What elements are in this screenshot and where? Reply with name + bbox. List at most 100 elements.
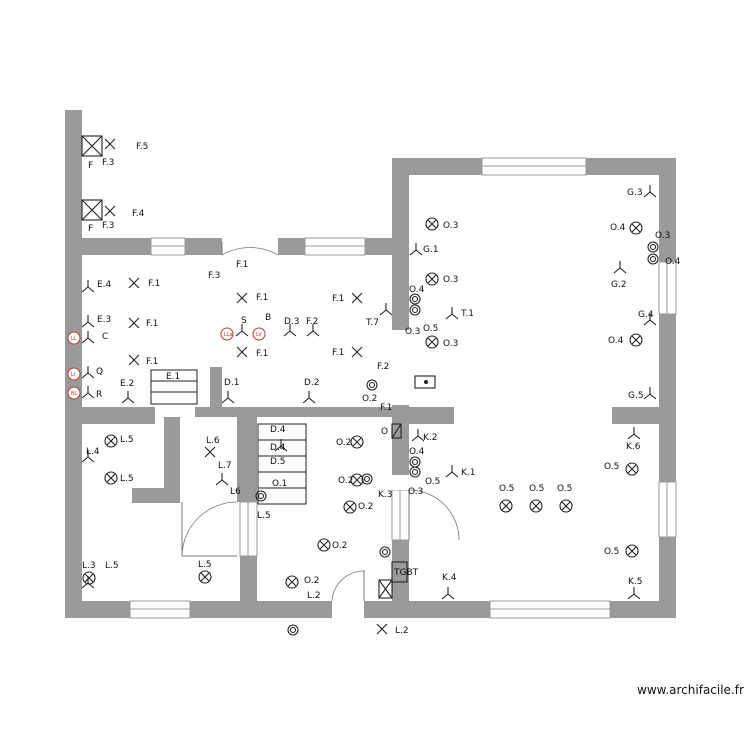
plan-label: E.4 xyxy=(97,280,112,290)
plan-label: L.2 xyxy=(307,591,321,601)
ceiling-light-icon xyxy=(425,217,439,231)
plan-label: F.5 xyxy=(136,142,148,152)
plan-label: Q xyxy=(96,367,103,377)
switch-icon xyxy=(411,429,425,442)
panels xyxy=(81,135,436,599)
plan-label: O.3 xyxy=(408,487,423,497)
plan-label: O.2 xyxy=(338,476,353,486)
red-safety-mark: BL xyxy=(67,386,81,400)
switch-icon xyxy=(643,313,657,326)
plan-label: O.3 xyxy=(443,275,458,285)
ceiling-light-icon xyxy=(343,500,357,514)
light-point-cross xyxy=(128,317,140,329)
ceiling-light-icon xyxy=(629,221,643,235)
plan-label: O.4 xyxy=(610,223,626,233)
plan-label: F.3 xyxy=(102,158,114,168)
ceiling-light-icon xyxy=(499,499,513,513)
switch-icon xyxy=(379,303,393,316)
plan-label: T.7 xyxy=(365,318,379,328)
plan-label: O.2 xyxy=(358,502,373,512)
plan-label: O.1 xyxy=(272,479,287,489)
switch-icon xyxy=(235,324,249,337)
ceiling-light-icon xyxy=(198,570,212,584)
ceiling-light-icon xyxy=(425,272,439,286)
plan-label: G.5 xyxy=(628,391,644,401)
switch-icon xyxy=(643,387,657,400)
switch-icon xyxy=(445,465,459,478)
plan-label: F.1 xyxy=(332,294,344,304)
ceiling-light-icon xyxy=(317,538,331,552)
plan-label: O.5 xyxy=(423,324,438,334)
ceiling-light-icon xyxy=(350,435,364,449)
plan-label: L.2 xyxy=(395,626,409,636)
plan-label: K.5 xyxy=(628,577,643,587)
plan-label: S xyxy=(241,316,247,326)
plan-label: E.1 xyxy=(166,372,180,382)
plan-label: D.5 xyxy=(270,457,286,467)
light-point-cross xyxy=(128,277,140,289)
socket-icon xyxy=(647,253,659,265)
plan-label: O.4 xyxy=(608,336,624,346)
socket-icon xyxy=(409,466,421,478)
ceiling-light-icon xyxy=(82,571,96,585)
plan-label: K.1 xyxy=(461,468,476,478)
ceiling-light-icon xyxy=(104,434,118,448)
switch-icon xyxy=(283,324,297,337)
plan-label: E.3 xyxy=(97,315,111,325)
plan-label: O.4 xyxy=(665,257,681,267)
plan-label: B xyxy=(265,313,271,323)
plan-label: G.2 xyxy=(611,280,627,290)
plan-label: D.1 xyxy=(224,378,240,388)
socket-icon xyxy=(366,379,378,391)
plan-label: L.4 xyxy=(86,447,100,457)
watermark: www.archifacile.fr xyxy=(637,683,744,697)
ceiling-light-icon xyxy=(529,499,543,513)
stairs xyxy=(150,369,307,505)
socket-icon xyxy=(287,624,299,636)
plan-label: L.7 xyxy=(218,461,232,471)
light-point-cross xyxy=(351,346,363,358)
plan-label: F.2 xyxy=(377,362,389,372)
plan-label: F.4 xyxy=(132,209,145,219)
switch-icon xyxy=(274,439,288,452)
plan-label: K.6 xyxy=(626,442,641,452)
switch-icon xyxy=(306,324,320,337)
socket-icon xyxy=(647,241,659,253)
plan-label: D.2 xyxy=(304,378,320,388)
switch-icon xyxy=(81,386,95,399)
red-safety-mark: LV xyxy=(252,327,266,341)
plan-label: O.2 xyxy=(304,576,319,586)
plan-label: O.3 xyxy=(443,221,458,231)
socket-icon xyxy=(255,490,267,502)
light-point-cross xyxy=(351,292,363,304)
svg-text:LV: LV xyxy=(256,332,262,338)
switch-icon xyxy=(302,391,316,404)
plan-label: F.3 xyxy=(208,271,220,281)
red-safety-mark: LL xyxy=(67,331,81,345)
plan-label: D.4 xyxy=(270,443,286,453)
light-point-cross xyxy=(204,446,216,458)
switch-icon xyxy=(221,391,235,404)
plan-label: L6 xyxy=(230,487,241,497)
red-safety-mark: LI xyxy=(67,367,81,381)
plan-label: F.1 xyxy=(380,403,392,413)
plan-label: O xyxy=(381,427,388,437)
plan-label: F xyxy=(88,161,93,171)
plan-label: F.1 xyxy=(148,279,160,289)
socket-icon xyxy=(409,304,421,316)
light-point-cross xyxy=(236,292,248,304)
light-point-cross xyxy=(236,346,248,358)
plan-label: L.5 xyxy=(105,561,119,571)
plan-label: F xyxy=(88,224,93,234)
windows xyxy=(129,157,677,619)
switch-icon xyxy=(81,331,95,344)
plan-label: F.1 xyxy=(332,348,344,358)
plan-label: TGBT xyxy=(393,568,419,578)
ceiling-light-icon xyxy=(629,333,643,347)
plan-label: O.5 xyxy=(557,484,572,494)
plan-label: C xyxy=(102,332,108,342)
switch-icon xyxy=(215,473,229,486)
